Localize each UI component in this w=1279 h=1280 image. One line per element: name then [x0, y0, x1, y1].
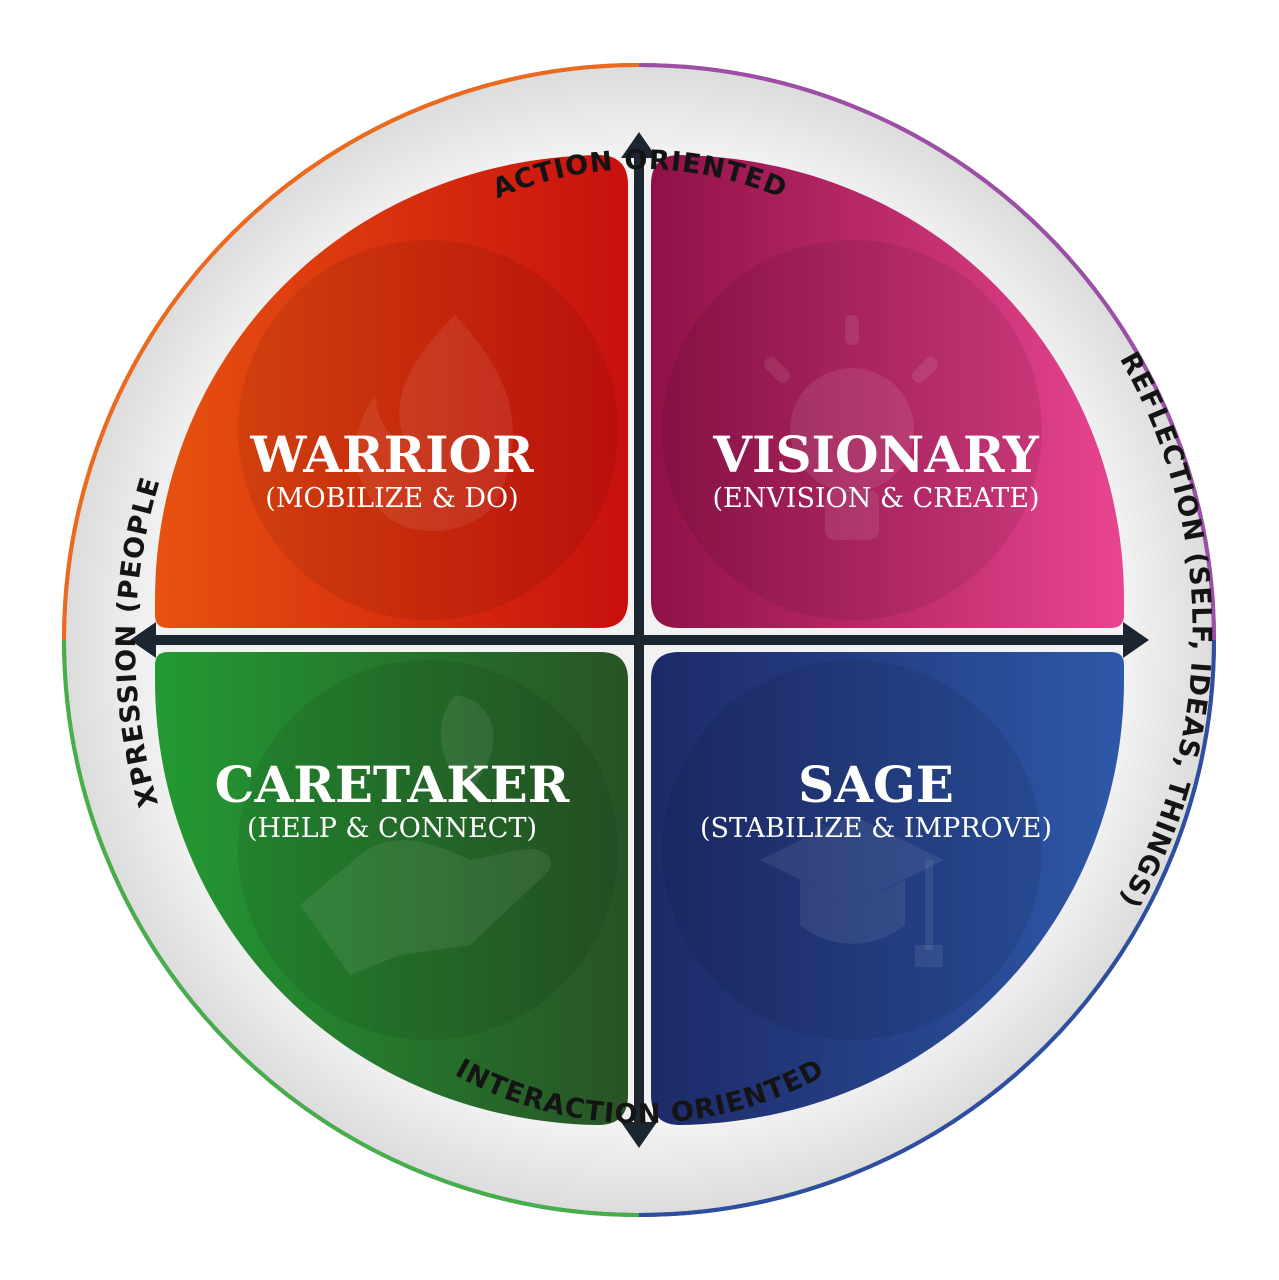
graduation-cap-icon: [760, 815, 944, 967]
lightbulb-icon: [763, 315, 939, 540]
sage-title: SAGE: [798, 755, 954, 814]
hand-leaf-icon: [300, 695, 551, 975]
quadrant-sage: [651, 652, 1124, 1125]
arrow-down-icon: [621, 1122, 657, 1148]
sage-subtitle: (STABILIZE & IMPROVE): [700, 813, 1052, 844]
quadrant-visionary: [651, 155, 1124, 628]
ring-arc-bottom-left: [62, 639, 640, 1217]
arrow-up-icon: [621, 132, 657, 158]
axis-lines: [130, 132, 1149, 1148]
quadrant-caretaker: [155, 652, 628, 1125]
caretaker-subtitle: (HELP & CONNECT): [247, 813, 537, 844]
arrow-left-icon: [130, 622, 156, 658]
caretaker-backdrop-circle: [238, 660, 618, 1040]
visionary-title: VISIONARY: [712, 425, 1040, 484]
sage-backdrop-circle: [662, 660, 1042, 1040]
ring-arc-top-right: [638, 63, 1216, 641]
flame-icon: [355, 315, 513, 532]
visionary-subtitle: (ENVISION & CREATE): [712, 483, 1039, 514]
ring-arc-bottom-right: [638, 639, 1216, 1217]
ring-arc-top-left: [62, 63, 640, 641]
arrow-right-icon: [1123, 622, 1149, 658]
warrior-backdrop-circle: [238, 240, 618, 620]
quadrant-warrior: [155, 155, 628, 628]
visionary-backdrop-circle: [662, 240, 1042, 620]
warrior-subtitle: (MOBILIZE & DO): [265, 483, 518, 514]
caretaker-title: CARETAKER: [215, 755, 570, 814]
warrior-title: WARRIOR: [249, 425, 534, 484]
